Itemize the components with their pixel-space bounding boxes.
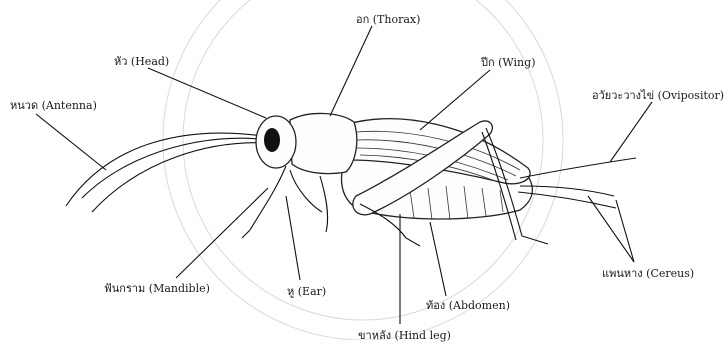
thorax-shape bbox=[290, 113, 357, 173]
label-ear: หู (Ear) bbox=[287, 282, 326, 300]
label-head: หัว (Head) bbox=[114, 52, 169, 70]
label-cereus: แพนหาง (Cereus) bbox=[602, 264, 694, 282]
label-ovipositor: อวัยวะวางไข่ (Ovipositor) bbox=[592, 86, 724, 104]
label-hind-leg: ขาหลัง (Hind leg) bbox=[358, 326, 451, 344]
antenna-shape bbox=[66, 133, 268, 212]
ovipositor-shape bbox=[520, 158, 636, 178]
label-mandible: ฟันกราม (Mandible) bbox=[104, 279, 210, 297]
label-wing: ปีก (Wing) bbox=[481, 53, 535, 71]
label-antenna: หนวด (Antenna) bbox=[10, 96, 97, 114]
label-abdomen: ท้อง (Abdomen) bbox=[426, 296, 510, 314]
label-thorax: อก (Thorax) bbox=[356, 10, 420, 28]
eye-shape bbox=[264, 128, 280, 152]
front-legs bbox=[242, 166, 328, 238]
